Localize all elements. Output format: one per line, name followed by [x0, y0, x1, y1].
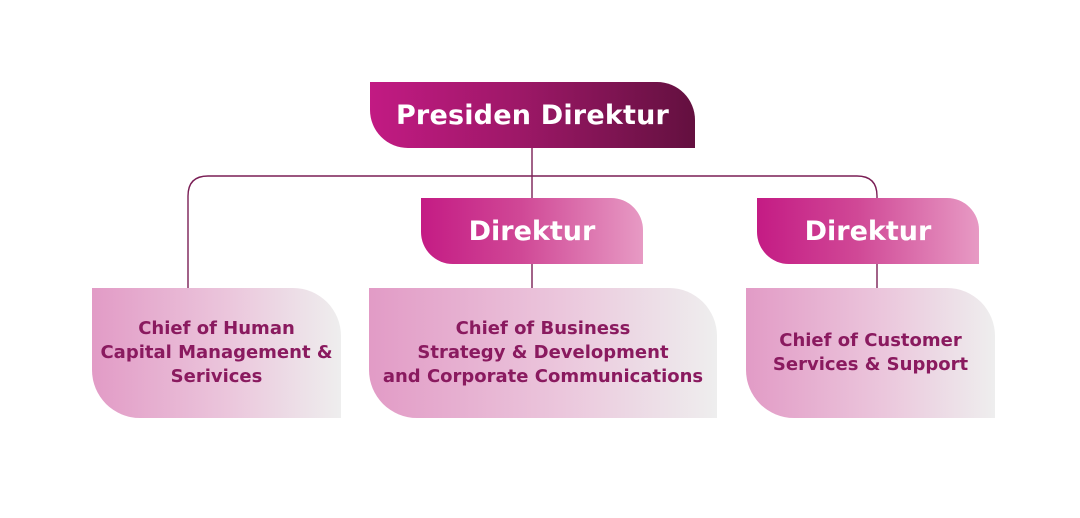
- direktur-label-2: Direktur: [804, 215, 932, 247]
- chief-customer-services-box: Chief of Customer Services & Support: [746, 288, 995, 418]
- chief-customer-services-label: Chief of Customer Services & Support: [772, 330, 969, 375]
- presiden-direktur-box: Presiden Direktur: [370, 82, 695, 148]
- direktur-label-1: Direktur: [468, 215, 596, 247]
- direktur-box-2: Direktur: [757, 198, 979, 264]
- chief-human-capital-label: Chief of Human Capital Management & Seri…: [100, 318, 333, 387]
- chief-business-strategy-box: Chief of Business Strategy & Development…: [369, 288, 717, 418]
- chief-business-strategy-label: Chief of Business Strategy & Development…: [382, 318, 704, 387]
- direktur-box-1: Direktur: [421, 198, 643, 264]
- presiden-direktur-label: Presiden Direktur: [395, 99, 670, 131]
- chief-human-capital-box: Chief of Human Capital Management & Seri…: [92, 288, 341, 418]
